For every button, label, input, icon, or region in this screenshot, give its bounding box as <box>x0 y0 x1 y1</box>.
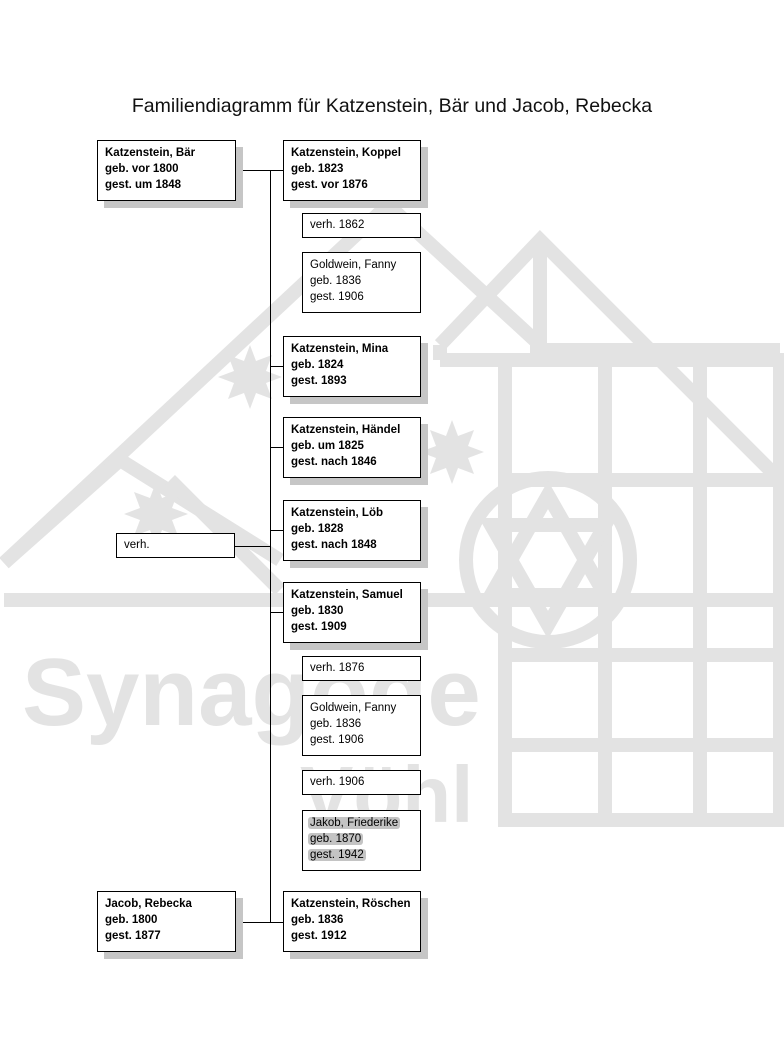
person-born: geb. 1836 <box>310 718 362 730</box>
connector-vertical <box>270 170 271 922</box>
page-title: Familiendiagramm für Katzenstein, Bär un… <box>131 95 653 117</box>
child-box-samuel: Katzenstein, Samuel geb. 1830 gest. 1909 <box>283 582 421 643</box>
person-name: Katzenstein, Samuel <box>291 589 403 601</box>
person-name: Katzenstein, Koppel <box>291 147 401 159</box>
child-box-koppel: Katzenstein, Koppel geb. 1823 gest. vor … <box>283 140 421 201</box>
person-born: geb. vor 1800 <box>105 163 179 175</box>
person-died: gest. 1909 <box>291 621 347 633</box>
roof-base-line <box>0 451 284 569</box>
connector-marriage <box>235 546 270 547</box>
person-born: geb. 1836 <box>291 914 344 926</box>
person-died: gest. nach 1848 <box>291 539 377 551</box>
connector-child-loeb <box>270 530 284 531</box>
child-box-loeb: Katzenstein, Löb geb. 1828 gest. nach 18… <box>283 500 421 561</box>
person-died: gest. 1893 <box>291 375 347 387</box>
marriage-box-samuel-1906: verh. 1906 <box>302 770 421 795</box>
connector-child-haendel <box>270 447 284 448</box>
person-died: gest. 1912 <box>291 930 347 942</box>
sun-star-icon-2 <box>420 420 484 484</box>
person-name: Jacob, Rebecka <box>105 898 192 910</box>
marriage-box-samuel-1876: verh. 1876 <box>302 656 421 681</box>
connector-mother <box>235 922 284 923</box>
person-died: gest. nach 1846 <box>291 456 377 468</box>
spouse-box-goldwein-fanny-2: Goldwein, Fanny geb. 1836 gest. 1906 <box>302 695 421 756</box>
person-died: gest. 1906 <box>310 291 364 303</box>
marriage-box-parents: verh. <box>116 533 235 558</box>
person-name: Katzenstein, Röschen <box>291 898 411 910</box>
person-born: geb. 1828 <box>291 523 344 535</box>
child-box-mina: Katzenstein, Mina geb. 1824 gest. 1893 <box>283 336 421 397</box>
person-born: geb. 1823 <box>291 163 344 175</box>
person-name: Katzenstein, Bär <box>105 147 196 159</box>
house-frame <box>433 240 780 367</box>
person-name: Goldwein, Fanny <box>310 259 397 271</box>
person-died: gest. vor 1876 <box>291 179 368 191</box>
person-name: Katzenstein, Händel <box>291 424 401 436</box>
person-box-mother: Jacob, Rebecka geb. 1800 gest. 1877 <box>97 891 236 952</box>
person-born: geb. 1870 <box>308 833 364 845</box>
person-died: gest. um 1848 <box>105 179 182 191</box>
child-box-haendel: Katzenstein, Händel geb. um 1825 gest. n… <box>283 417 421 478</box>
star-circle <box>459 471 637 649</box>
person-name: Goldwein, Fanny <box>310 702 397 714</box>
connector-child-mina <box>270 366 284 367</box>
connector-father <box>235 170 284 171</box>
marriage-box-koppel-1862: verh. 1862 <box>302 213 421 238</box>
star-of-david-icon <box>478 480 618 640</box>
person-died: gest. 1906 <box>310 734 364 746</box>
person-born: geb. 1824 <box>291 359 344 371</box>
person-born: geb. um 1825 <box>291 440 364 452</box>
spouse-box-jakob-friederike: Jakob, Friederike geb. 1870 gest. 1942 <box>302 810 421 871</box>
person-box-father: Katzenstein, Bär geb. vor 1800 gest. um … <box>97 140 236 201</box>
sun-star-icon-3 <box>124 482 188 546</box>
child-box-roeschen: Katzenstein, Röschen geb. 1836 gest. 191… <box>283 891 421 952</box>
person-born: geb. 1830 <box>291 605 344 617</box>
spouse-box-goldwein-fanny: Goldwein, Fanny geb. 1836 gest. 1906 <box>302 252 421 313</box>
sun-star-icon <box>218 345 282 409</box>
connector-child-samuel <box>270 612 284 613</box>
person-born: geb. 1836 <box>310 275 362 287</box>
person-name: Katzenstein, Mina <box>291 343 389 355</box>
person-died: gest. 1942 <box>308 849 366 861</box>
person-name: Jakob, Friederike <box>308 817 401 829</box>
person-name: Katzenstein, Löb <box>291 507 384 519</box>
person-died: gest. 1877 <box>105 930 161 942</box>
person-born: geb. 1800 <box>105 914 158 926</box>
